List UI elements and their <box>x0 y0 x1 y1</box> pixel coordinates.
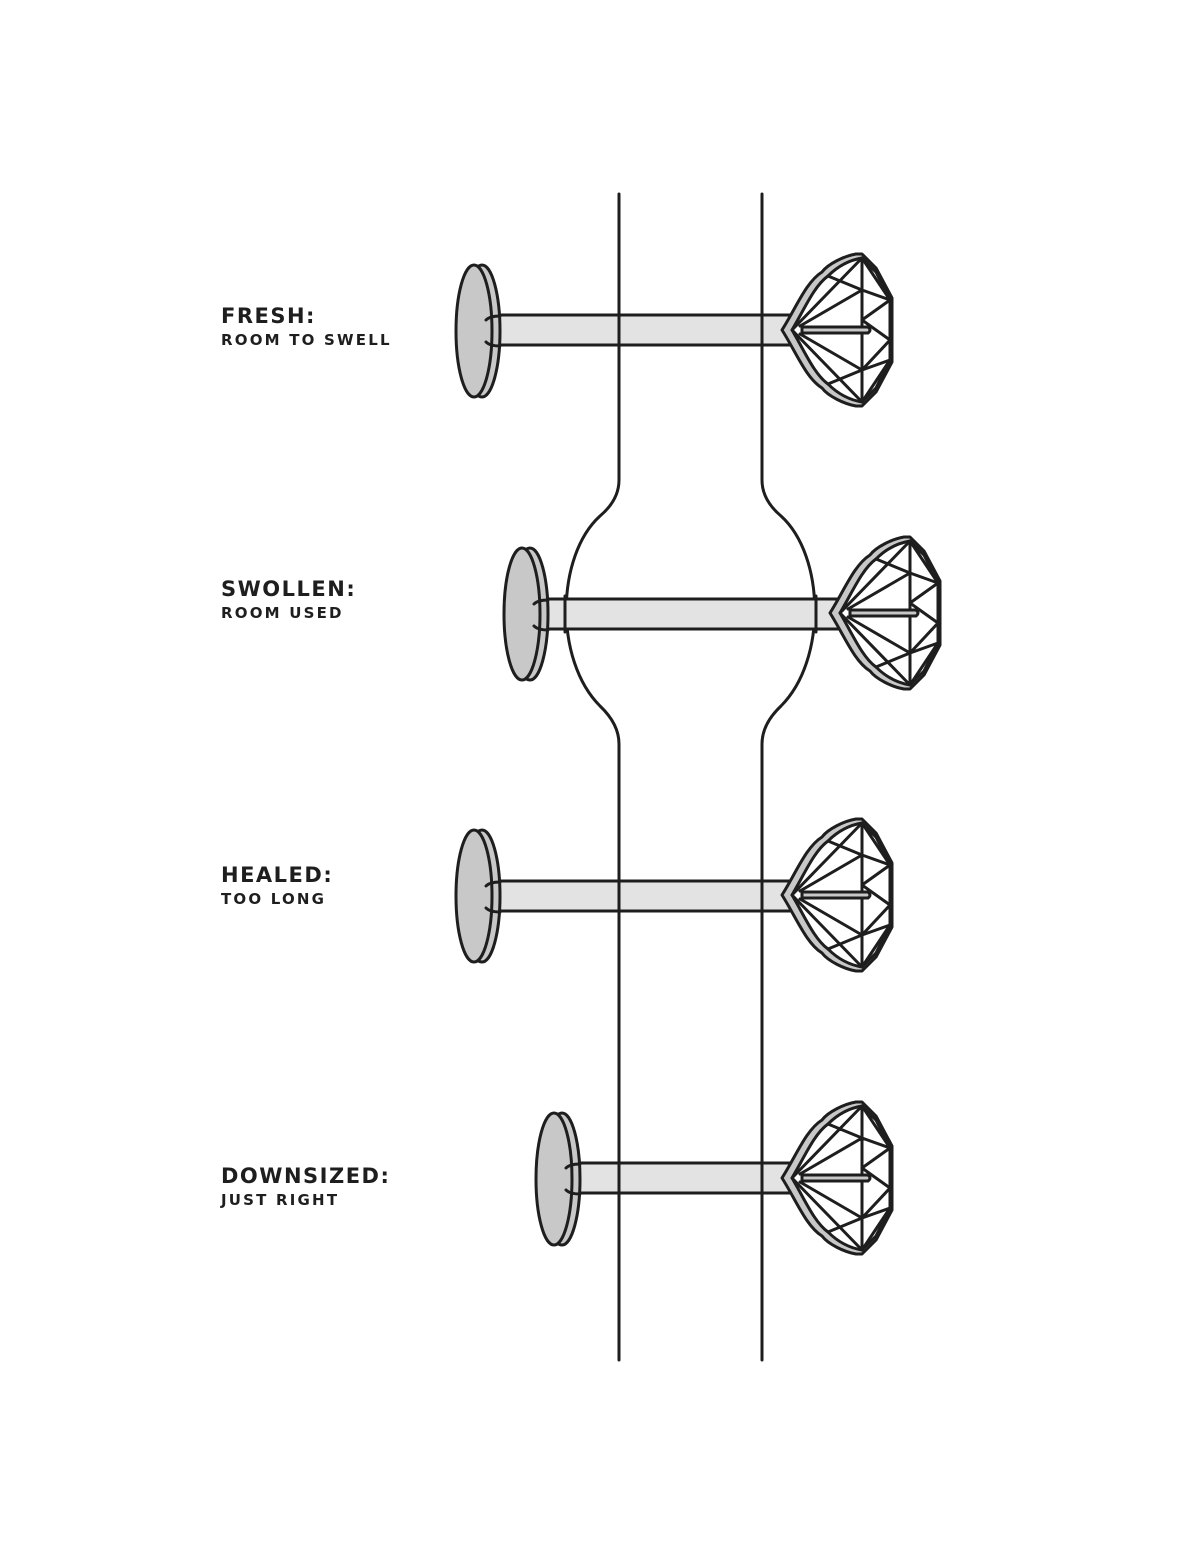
post-bar <box>484 313 794 347</box>
stage-subtitle: ROOM USED <box>221 604 344 622</box>
stage-title: FRESH: <box>221 304 316 328</box>
stage-title: SWOLLEN: <box>221 577 357 601</box>
gem-top <box>780 252 894 408</box>
stage-subtitle: JUST RIGHT <box>221 1191 340 1209</box>
label-fresh: FRESH: ROOM TO SWELL <box>221 303 392 351</box>
stage-title: DOWNSIZED: <box>221 1164 391 1188</box>
disc-back <box>502 546 550 682</box>
stage-subtitle: ROOM TO SWELL <box>221 331 392 349</box>
gem-top <box>828 535 942 691</box>
jewelry-fresh <box>454 252 894 408</box>
label-swollen: SWOLLEN: ROOM USED <box>221 576 356 624</box>
gem-top <box>780 1100 894 1256</box>
jewelry-healed <box>454 817 894 973</box>
disc-back <box>534 1111 582 1247</box>
stage-title: HEALED: <box>221 863 334 887</box>
disc-back <box>454 828 502 964</box>
disc-back <box>454 263 502 399</box>
post-bar <box>484 879 794 913</box>
label-healed: HEALED: TOO LONG <box>221 862 333 910</box>
stage-subtitle: TOO LONG <box>221 890 327 908</box>
jewelry-swollen <box>502 535 942 691</box>
jewelry-downsized <box>534 1100 894 1256</box>
label-downsized: DOWNSIZED: JUST RIGHT <box>221 1163 390 1211</box>
post-bar <box>532 597 842 631</box>
gem-top <box>780 817 894 973</box>
post-bar <box>564 1161 794 1195</box>
